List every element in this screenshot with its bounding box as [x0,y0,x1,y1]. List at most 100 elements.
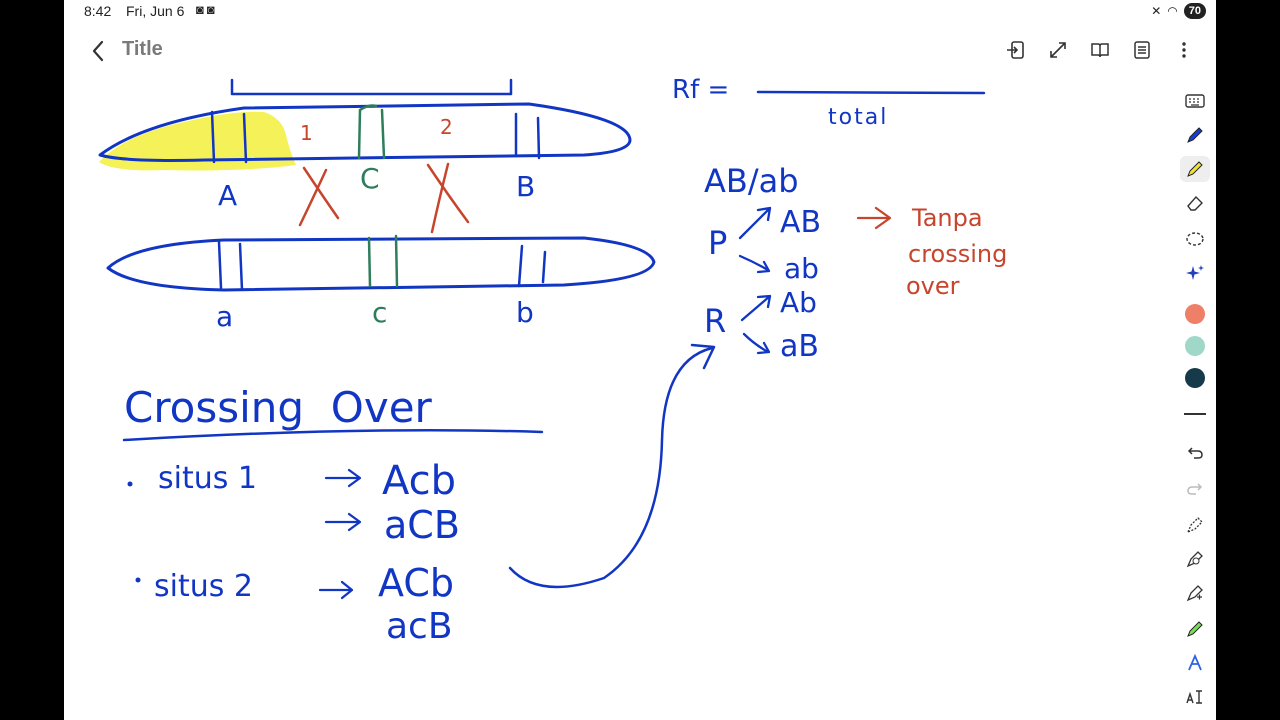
eraser-tool[interactable] [1180,190,1210,216]
label-c: c [372,296,387,329]
situs1-arrow-2 [324,512,362,532]
situs2-result-2: acB [386,606,453,647]
more-vertical-icon [1182,42,1186,58]
back-button[interactable] [86,36,112,66]
lasso-tool[interactable] [1180,226,1210,252]
situs2-arrow [318,580,354,600]
pen-tool[interactable] [1180,122,1210,148]
pen-preset-1[interactable] [1180,512,1210,538]
chromosome-bottom [106,236,656,292]
r-arrow-up [740,294,772,322]
color-swatch-mint[interactable] [1185,336,1205,356]
highlighter-icon [1187,161,1203,177]
bullet-dot-1 [127,481,133,487]
region-1: 1 [300,121,313,145]
crossing-over-heading: Crossing Over [124,383,433,432]
rf-denominator: total [828,105,888,130]
situs1-label: situs 1 [158,461,257,496]
tanpa-line-2: crossing [908,240,1007,268]
region-2: 2 [440,115,453,139]
situs1-arrow-1 [324,468,362,488]
pen-preset-icon [1186,517,1203,534]
highlighter-preset-icon [1187,621,1203,637]
list-icon [1134,41,1150,59]
bullet-dot-2 [135,577,141,583]
more-button[interactable] [1172,38,1196,62]
text-style-icon [1188,653,1202,671]
ai-tool[interactable] [1180,260,1210,286]
pen-icon [1187,127,1203,143]
nav-actions [1004,38,1196,62]
eraser-icon [1187,195,1203,211]
genotype-label: AB/ab [704,162,799,200]
redo-icon [1187,483,1203,495]
curved-link-arrow [508,343,716,589]
r-gamete-1: Ab [780,286,817,319]
p-arrow-up [738,206,772,240]
tanpa-arrow [856,206,892,230]
wifi-icon: ◠ [1167,4,1178,18]
reader-button[interactable] [1088,38,1112,62]
book-icon [1091,43,1109,58]
locus-bar-b [517,244,547,288]
pen-preset-icon [1186,551,1203,568]
pen-preset-3[interactable] [1180,580,1210,606]
pen-preset-2[interactable] [1180,546,1210,572]
locus-bar-a [217,240,244,292]
tanpa-line-3: over [906,272,960,300]
color-swatch-salmon[interactable] [1185,304,1205,324]
locus-bar-A [210,110,248,164]
situs1-result-1: Acb [382,458,456,504]
label-b: b [516,296,534,329]
label-C: C [360,162,380,195]
status-bar: 8:42 Fri, Jun 6 ◙◙ ✕ ◠ 70 [64,0,1216,24]
label-a: a [216,300,233,333]
label-B: B [516,170,535,203]
chevron-left-icon [92,40,104,62]
rf-fraction-line [756,90,986,95]
expand-icon [1050,42,1066,58]
color-swatch-navy[interactable] [1185,368,1205,388]
p-label: P [708,224,727,262]
p-gamete-1: AB [780,205,821,240]
chromosome-top [98,102,632,162]
status-indicators: ✕ ◠ 70 [1151,3,1206,19]
import-icon [1007,41,1024,59]
text-style-tool[interactable] [1180,650,1210,676]
crossover-mark-1 [298,166,340,227]
nav-bar: Title [64,28,1216,74]
note-canvas[interactable]: Rf = total 1 2 A C B a c b AB/ab P AB ab… [64,76,1174,720]
label-A: A [218,179,237,212]
fullscreen-button[interactable] [1046,38,1070,62]
crossover-mark-2 [426,162,470,234]
highlighter-preset[interactable] [1180,616,1210,642]
text-tool[interactable] [1180,684,1210,710]
locus-bar-C [357,104,386,160]
undo-icon [1187,447,1203,459]
r-label: R [704,302,726,340]
import-button[interactable] [1004,38,1028,62]
situs2-result-1: ACb [378,561,454,605]
pen-preset-icon [1186,585,1203,602]
situs2-label: situs 2 [154,569,253,604]
heading-underline [122,428,544,442]
document-title[interactable]: Title [122,38,163,60]
undo-button[interactable] [1180,440,1210,466]
status-time: 8:42 [84,3,112,19]
mute-icon: ✕ [1151,4,1162,18]
text-box-icon [1186,690,1202,704]
redo-button[interactable] [1180,476,1210,502]
locus-bar-c [367,234,399,288]
r-gamete-2: aB [780,329,819,364]
outline-button[interactable] [1130,38,1154,62]
keyboard-icon [1185,94,1205,108]
tanpa-line-1: Tanpa [911,204,983,232]
tool-palette [1174,76,1216,720]
highlighter-tool[interactable] [1180,156,1210,182]
screen-record-icon: ◙◙ [196,2,218,17]
keyboard-tool[interactable] [1180,88,1210,114]
locus-bar-B [514,112,541,160]
bracket-stroke [230,78,513,96]
p-gamete-2: ab [784,252,819,285]
r-arrow-down [742,332,771,355]
